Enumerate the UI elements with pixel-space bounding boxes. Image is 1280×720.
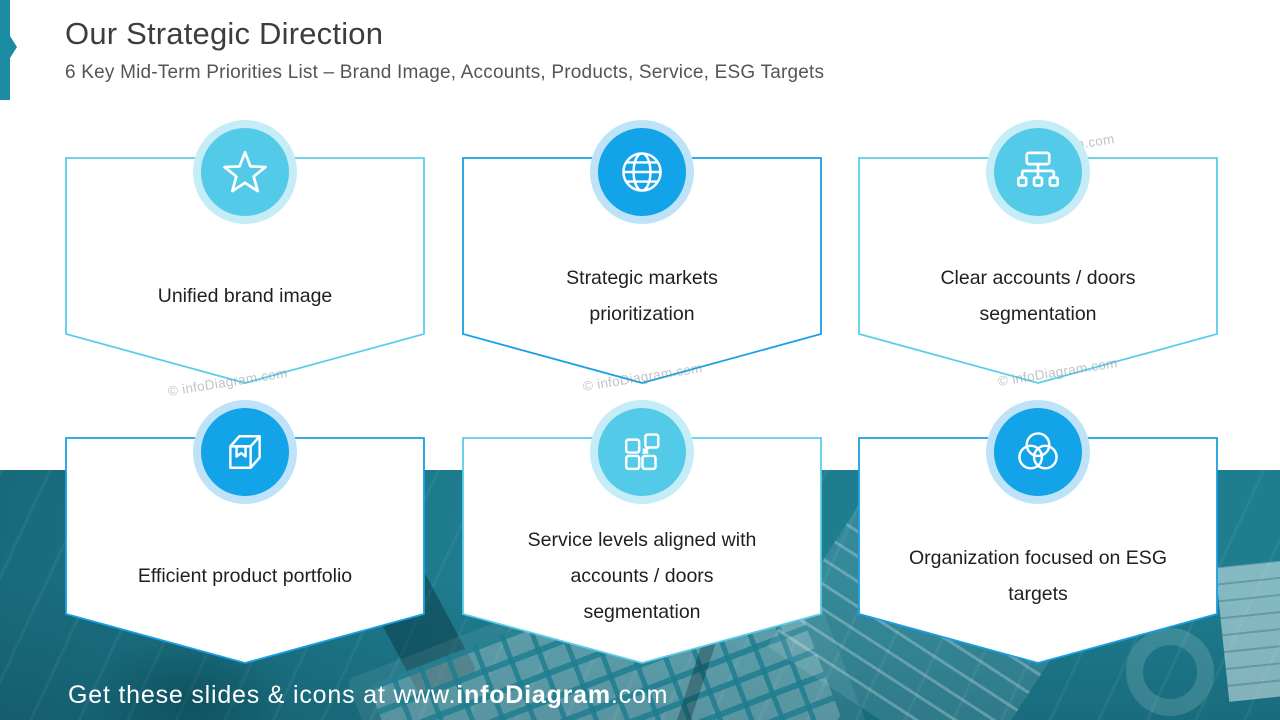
pennant-banner-shape [462,437,822,664]
pennant-banner-shape [65,157,425,384]
priority-card-strategic-markets: Strategic markets prioritization [462,120,822,385]
accent-chevron-shape [0,0,17,100]
footer-promo-text: Get these slides & icons at www.infoDiag… [68,681,668,710]
icon-badge [590,120,694,224]
org-chart-icon [1016,151,1060,187]
priority-label: Strategic markets prioritization [566,267,718,325]
venn-diagram-icon [1018,432,1058,470]
icon-badge [986,120,1090,224]
priority-label: Clear accounts / doors segmentation [940,267,1136,325]
priority-label: Service levels aligned with accounts / d… [527,529,757,623]
priority-label: Unified brand image [157,285,333,307]
pennant-banner-shape [462,157,822,384]
footer-prefix: Get these slides & icons at www. [68,681,457,709]
star-icon [223,150,267,193]
footer-suffix: .com [610,681,669,709]
priority-label: Organization focused on ESG targets [909,547,1167,605]
priority-card-accounts-segmentation: Clear accounts / doors segmentation [858,120,1218,385]
icon-badge [193,400,297,504]
icon-badge [193,120,297,224]
priority-card-service-levels: Service levels aligned with accounts / d… [462,400,822,665]
footer-brand: infoDiagram [456,681,611,709]
priority-card-esg-targets: Organization focused on ESG targets [858,400,1218,665]
priority-label: Efficient product portfolio [137,565,353,587]
icon-badge [986,400,1090,504]
pennant-banner-shape [858,437,1218,664]
pennant-banner-shape [65,437,425,664]
priority-card-unified-brand-image: Unified brand image [65,120,425,385]
page-subtitle: 6 Key Mid-Term Priorities List – Brand I… [65,62,825,83]
icon-badge [590,400,694,504]
package-icon [229,435,261,469]
modules-icon [625,433,660,471]
priority-card-product-portfolio: Efficient product portfolio [65,400,425,665]
page-title: Our Strategic Direction [65,16,384,51]
pennant-banner-shape [858,157,1218,384]
globe-icon [622,152,662,192]
